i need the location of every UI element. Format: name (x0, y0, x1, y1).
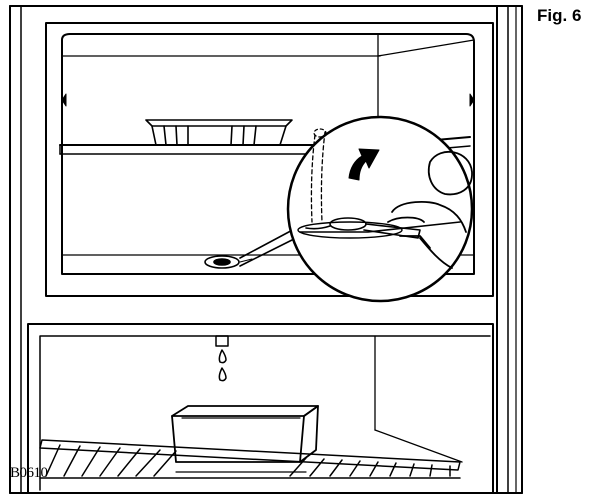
fridge-compartment (27, 323, 494, 494)
water-drop-icon (218, 349, 227, 364)
ice-cube-tray (145, 119, 293, 146)
water-tray (171, 405, 319, 463)
wire-shelf (39, 439, 461, 479)
drain-plug (204, 255, 253, 269)
magnifier-circle (286, 115, 474, 303)
hand (387, 151, 473, 269)
spoon-tool (297, 217, 421, 239)
water-drop-icon (218, 367, 227, 382)
lift-arrow-icon (348, 148, 380, 181)
figure-code: B0610 (10, 465, 48, 481)
figure-label: Fig. 6 (537, 6, 582, 25)
